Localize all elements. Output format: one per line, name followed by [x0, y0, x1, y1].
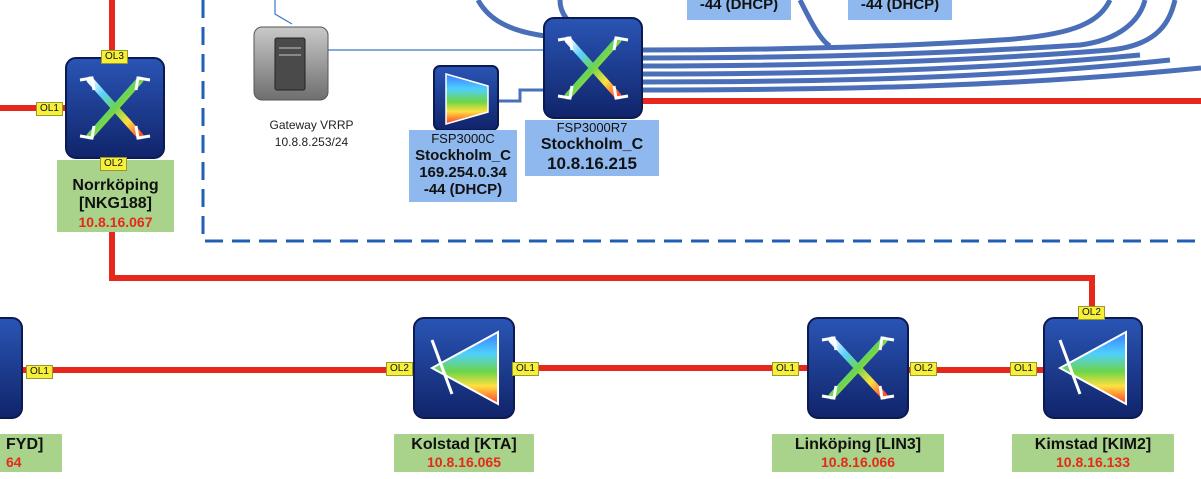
stockholm-r7-switch-icon [543, 17, 643, 119]
port-kim-left[interactable]: OL1 [1010, 362, 1037, 376]
node-kolstad[interactable]: Kolstad [KTA] 10.8.16.065 [394, 434, 534, 473]
link-fsp3000c-r7 [498, 88, 544, 103]
top-label-b: -44 (DHCP) [848, 0, 952, 20]
node-name: FYD] [6, 436, 44, 453]
norrkoping-switch-icon [65, 57, 165, 159]
node-ip: 10.8.16.066 [821, 454, 895, 471]
node-model: FSP3000R7 [556, 120, 628, 135]
management-links [475, 0, 1201, 93]
fyd-partial-icon [0, 317, 23, 419]
gateway-name: Gateway VRRP [269, 118, 354, 132]
top-label-a: -44 (DHCP) [687, 0, 791, 20]
node-kimstad[interactable]: Kimstad [KIM2] 10.8.16.133 [1012, 434, 1174, 473]
port-nkg-top[interactable]: OL3 [101, 50, 128, 64]
port-nkg-bottom[interactable]: OL2 [100, 157, 127, 171]
gateway-links [274, 0, 544, 51]
node-ip-dhcp: -44 (DHCP) [423, 181, 503, 199]
node-ip: 10.8.16.067 [78, 213, 153, 230]
node-model: FSP3000C [431, 131, 495, 146]
node-name: Kolstad [KTA] [411, 436, 517, 453]
node-name: Stockholm_C [540, 135, 644, 153]
node-ip: 169.254.0.34 [419, 164, 507, 182]
node-stockholm-fsp3000r7[interactable]: FSP3000R7 Stockholm_C 10.8.16.215 [525, 120, 659, 176]
node-linkoping[interactable]: Linköping [LIN3] 10.8.16.066 [772, 434, 944, 473]
port-fyd-right[interactable]: OL1 [26, 365, 53, 379]
node-name: Stockholm_C [415, 146, 511, 164]
port-kta-right[interactable]: OL1 [512, 362, 539, 376]
node-name: Kimstad [KIM2] [1034, 436, 1152, 453]
kolstad-mux-icon [413, 317, 515, 419]
node-norrkoping[interactable]: Norrköping [NKG188] 10.8.16.067 [57, 160, 174, 232]
node-ip: 10.8.16.215 [547, 154, 637, 174]
port-nkg-left[interactable]: OL1 [36, 102, 63, 116]
node-ip: 64 [6, 454, 22, 471]
node-id: [NKG188] [79, 195, 152, 213]
port-kim-top[interactable]: OL2 [1078, 306, 1105, 320]
node-name: Linköping [LIN3] [794, 436, 922, 453]
server-icon [253, 26, 329, 101]
node-ip: 10.8.16.065 [427, 454, 501, 471]
node-fyd[interactable]: FYD] 64 [0, 434, 62, 473]
kimstad-mux-icon [1043, 317, 1143, 419]
port-lin-right[interactable]: OL2 [910, 362, 937, 376]
gateway-label: Gateway VRRP 10.8.8.253/24 [244, 117, 379, 151]
linkoping-switch-icon [807, 317, 909, 419]
fsp3000c-mux-icon [433, 65, 499, 131]
gateway-ip: 10.8.8.253/24 [274, 135, 349, 149]
management-zone-border [201, 0, 1201, 243]
node-stockholm-fsp3000c[interactable]: FSP3000C Stockholm_C 169.254.0.34 -44 (D… [409, 130, 517, 202]
node-ip: 10.8.16.133 [1056, 454, 1130, 471]
port-lin-left[interactable]: OL1 [772, 362, 799, 376]
port-kta-left[interactable]: OL2 [386, 362, 413, 376]
node-name: Norrköping [72, 177, 159, 194]
